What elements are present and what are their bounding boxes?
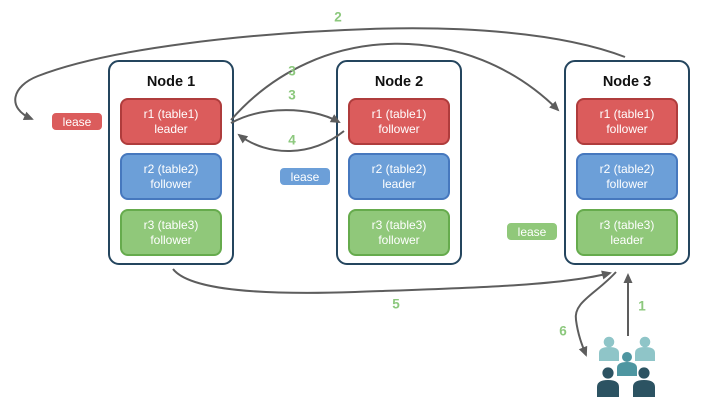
replica-name: r1 (table1) [371, 106, 427, 121]
replica-name: r2 (table2) [143, 161, 199, 176]
replica-role: follower [606, 121, 648, 136]
lease-badge-table3: lease [505, 221, 559, 242]
arrow-label-6: 6 [559, 323, 567, 339]
node-2-replica-r1: r1 (table1) follower [348, 98, 450, 145]
replica-role: follower [378, 121, 420, 136]
node-1-replica-r1: r1 (table1) leader [120, 98, 222, 145]
arrow-label-3-upper: 3 [288, 63, 296, 79]
arrow-label-4: 4 [288, 132, 296, 148]
replica-name: r1 (table1) [599, 106, 655, 121]
arrow-2-node3-to-lease [14, 27, 626, 121]
arrow-label-1: 1 [638, 298, 646, 314]
node-3: Node 3 r1 (table1) follower r2 (table2) … [564, 60, 690, 265]
replica-name: r3 (table3) [371, 217, 427, 232]
arrow-5-node1-to-node3 [172, 268, 612, 294]
node-2-replica-r2: r2 (table2) leader [348, 153, 450, 200]
node-3-title: Node 3 [602, 74, 652, 90]
replica-role: leader [154, 121, 188, 136]
users-group-icon [597, 336, 655, 397]
node-1-replica-r3: r3 (table3) follower [120, 209, 222, 256]
replica-name: r2 (table2) [371, 161, 427, 176]
replica-role: follower [150, 176, 192, 191]
arrow-label-3-lower: 3 [288, 87, 296, 103]
replica-name: r3 (table3) [143, 217, 199, 232]
replica-name: r2 (table2) [599, 161, 655, 176]
node-1-title: Node 1 [146, 74, 196, 90]
arrow-label-2: 2 [334, 9, 342, 25]
replica-name: r1 (table1) [143, 106, 199, 121]
lease-badge-table1: lease [50, 111, 104, 132]
replica-role: follower [150, 232, 192, 247]
lease-badge-table2: lease [278, 166, 332, 187]
replica-role: leader [382, 176, 416, 191]
arrow-6-node3-to-users [574, 271, 617, 357]
node-3-replica-r2: r2 (table2) follower [576, 153, 678, 200]
arrow-label-5: 5 [392, 296, 400, 312]
node-2-replica-r3: r3 (table3) follower [348, 209, 450, 256]
replica-name: r3 (table3) [599, 217, 655, 232]
replica-role: follower [378, 232, 420, 247]
node-3-replica-r1: r1 (table1) follower [576, 98, 678, 145]
node-1: Node 1 r1 (table1) leader r2 (table2) fo… [108, 60, 234, 265]
node-3-replica-r3: r3 (table3) leader [576, 209, 678, 256]
arrow-3-node1-to-node2 [230, 109, 341, 124]
replica-role: follower [606, 176, 648, 191]
node-2: Node 2 r1 (table1) follower r2 (table2) … [336, 60, 462, 265]
node-2-title: Node 2 [374, 74, 424, 90]
replica-role: leader [610, 232, 644, 247]
node-1-replica-r2: r2 (table2) follower [120, 153, 222, 200]
